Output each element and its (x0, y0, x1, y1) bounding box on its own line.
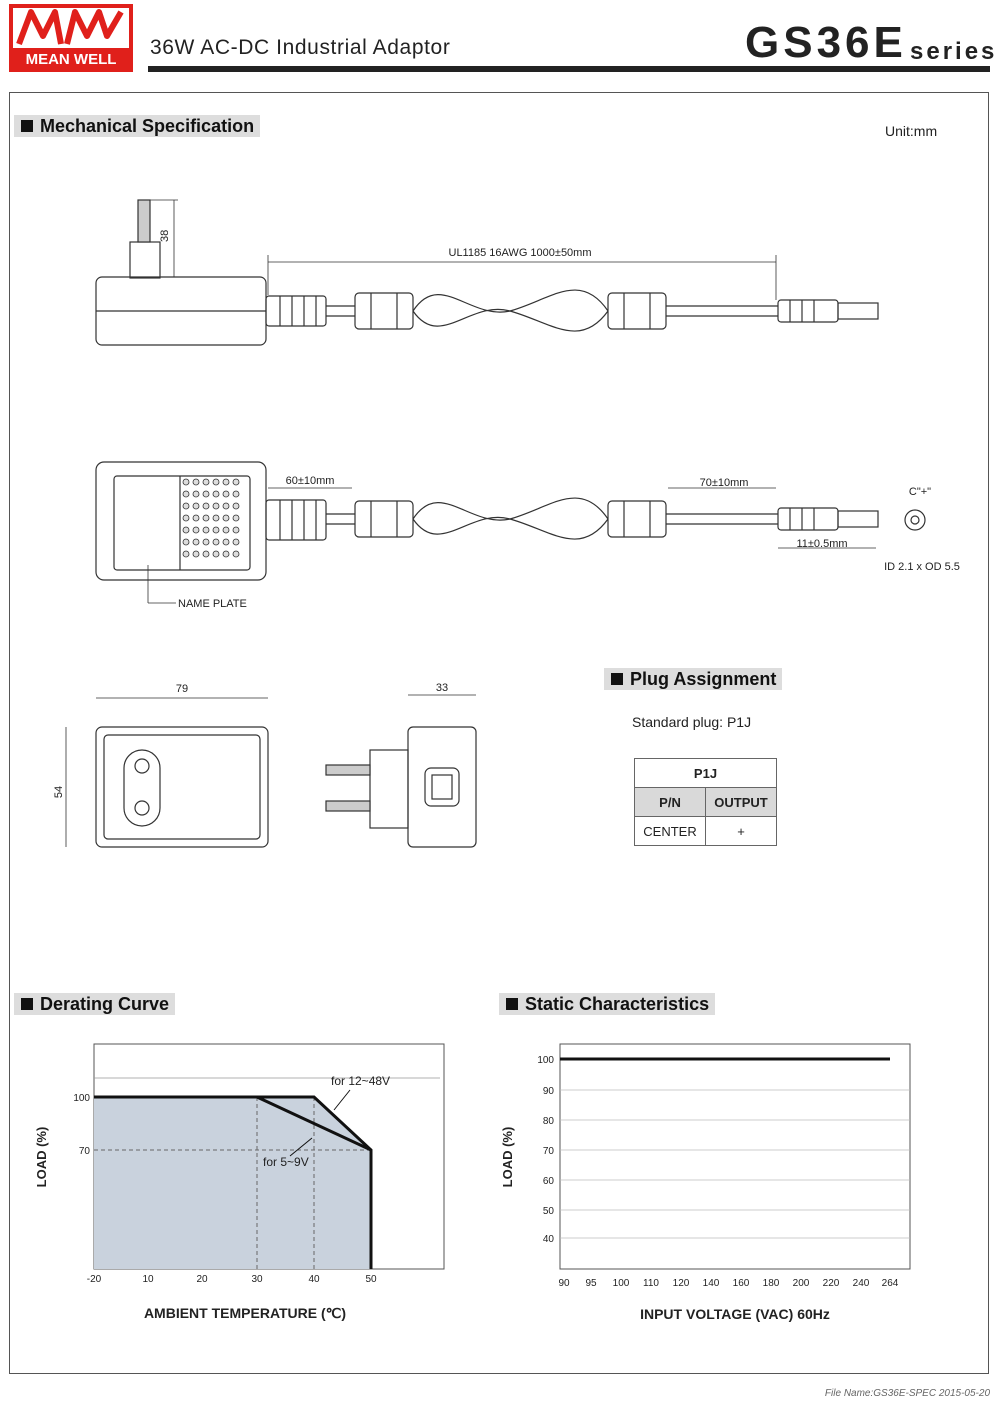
adaptor-front (95, 726, 269, 848)
x-tick: 20 (196, 1274, 208, 1285)
x-tick: 110 (643, 1278, 659, 1289)
plug-cell-output: + (705, 816, 777, 846)
y-tick: 60 (543, 1176, 555, 1187)
dim-height: 54 (53, 786, 65, 798)
x-tick: 220 (823, 1278, 840, 1289)
dim-plug-length: 11±0.5mm (796, 538, 847, 550)
prong-base (129, 241, 161, 279)
y-tick: 40 (543, 1234, 555, 1245)
dim-length: 79 (176, 683, 188, 695)
adaptor-side (407, 726, 477, 848)
adaptor-body-face (95, 461, 267, 581)
mechanical-drawing: 38 UL1185 16AWG 1000±50mm 60±10mm 70±10m… (53, 199, 960, 848)
x-tick: 160 (733, 1278, 750, 1289)
mean-well-logo: MEAN WELL (9, 4, 133, 72)
static-chart: 100 90 80 70 60 50 40 90 95 100 110 120 … (500, 1043, 911, 1322)
y-tick: 70 (543, 1146, 555, 1157)
spec-frame (9, 92, 989, 1374)
x-tick: 30 (251, 1274, 263, 1285)
static-section-title: Static Characteristics (499, 993, 716, 1015)
footer-file-info: File Name:GS36E-SPEC 2015-05-20 (824, 1388, 990, 1399)
polarity-label: C"+" (909, 486, 931, 498)
name-plate-label: NAME PLATE (178, 598, 247, 610)
dim-prong-height: 38 (159, 230, 171, 242)
x-tick: 95 (585, 1278, 597, 1289)
plug-header-output: OUTPUT (705, 787, 777, 817)
y-tick-100: 100 (73, 1093, 90, 1104)
plug-section-title: Plug Assignment (604, 668, 783, 690)
y-tick: 100 (537, 1055, 554, 1066)
x-tick: 100 (613, 1278, 630, 1289)
dim-plug-side: 70±10mm (700, 477, 749, 489)
x-tick: 40 (308, 1274, 320, 1285)
derating-section-title: Derating Curve (14, 993, 176, 1015)
dim-cable: UL1185 16AWG 1000±50mm (449, 247, 592, 259)
static-xlabel: INPUT VOLTAGE (VAC) 60Hz (640, 1306, 830, 1322)
y-tick: 90 (543, 1086, 555, 1097)
x-tick: 140 (703, 1278, 720, 1289)
derating-line-5-9v (256, 1095, 372, 1152)
svg-text:MEAN WELL: MEAN WELL (26, 51, 117, 68)
standard-plug-label: Standard plug: P1J (632, 714, 752, 730)
x-tick: 120 (673, 1278, 690, 1289)
series-label-5-9v: for 5~9V (263, 1155, 309, 1169)
plug-table: P1J P/N OUTPUT CENTER + (634, 758, 777, 846)
derating-xlabel: AMBIENT TEMPERATURE (℃) (144, 1305, 346, 1321)
header-rule (148, 66, 990, 72)
model-name: GS36E (745, 18, 907, 67)
plug-header-pn: P/N (634, 787, 706, 817)
x-tick: -20 (87, 1274, 102, 1285)
product-subtitle: 36W AC-DC Industrial Adaptor (150, 36, 451, 59)
x-tick: 200 (793, 1278, 810, 1289)
x-tick: 50 (365, 1274, 377, 1285)
y-tick: 50 (543, 1206, 555, 1217)
plug-cell-pn: CENTER (634, 816, 706, 846)
x-tick: 180 (763, 1278, 780, 1289)
x-tick: 240 (853, 1278, 870, 1289)
x-tick: 90 (558, 1278, 570, 1289)
dim-depth: 33 (436, 682, 448, 694)
plug-table-title: P1J (634, 758, 777, 788)
dim-strain-relief: 60±10mm (286, 475, 335, 487)
x-tick: 10 (142, 1274, 154, 1285)
static-ylabel: LOAD (%) (500, 1127, 515, 1188)
derating-ylabel: LOAD (%) (34, 1127, 49, 1188)
x-tick: 264 (882, 1278, 899, 1289)
unit-label: Unit:mm (885, 123, 938, 139)
derating-chart: for 12~48V for 5~9V 100 70 -20 10 20 30 … (34, 1043, 445, 1321)
series-label: series (910, 38, 998, 65)
plug-size-label: ID 2.1 x OD 5.5 (884, 561, 960, 573)
y-tick-70: 70 (79, 1146, 91, 1157)
y-tick: 80 (543, 1116, 555, 1127)
series-label-12-48v: for 12~48V (331, 1074, 390, 1088)
mechanical-section-title: Mechanical Specification (14, 115, 261, 137)
derating-line-12-48v (94, 1095, 373, 1269)
